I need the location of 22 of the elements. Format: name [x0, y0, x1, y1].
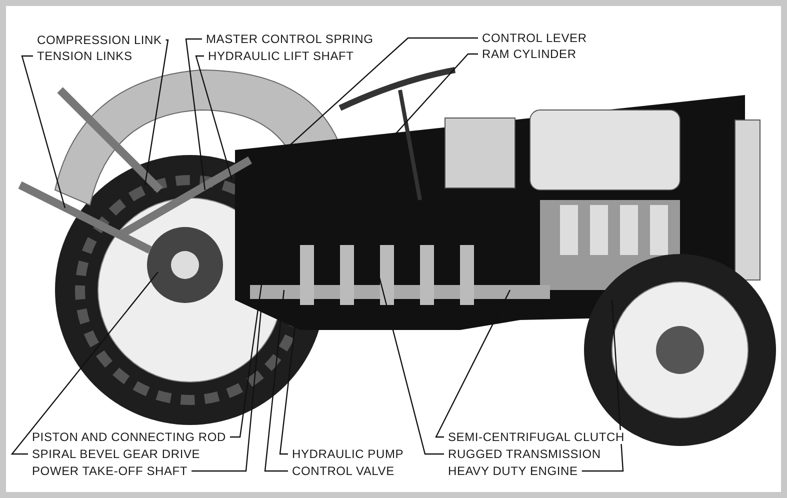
part-label: RAM CYLINDER: [482, 47, 576, 61]
part-label: RUGGED TRANSMISSION: [448, 447, 601, 461]
leader-line: [435, 290, 511, 438]
part-label: COMPRESSION LINK: [37, 33, 162, 47]
part-label: TENSION LINKS: [37, 49, 132, 63]
leader-line: [185, 38, 206, 190]
leader-line: [264, 290, 288, 472]
leader-line: [195, 55, 233, 180]
part-label: CONTROL LEVER: [482, 31, 587, 45]
part-label: POWER TAKE-OFF SHAFT: [32, 464, 188, 478]
part-label: HYDRAULIC LIFT SHAFT: [208, 49, 354, 63]
part-label: SEMI-CENTRIFUGAL CLUTCH: [448, 430, 624, 444]
leader-line: [21, 55, 66, 208]
part-label: HEAVY DUTY ENGINE: [448, 464, 578, 478]
part-label: PISTON AND CONNECTING ROD: [32, 430, 226, 444]
leader-line: [582, 300, 624, 472]
part-label: SPIRAL BEVEL GEAR DRIVE: [32, 447, 200, 461]
part-label: MASTER CONTROL SPRING: [206, 32, 374, 46]
part-label: HYDRAULIC PUMP: [292, 447, 404, 461]
leader-line: [144, 39, 169, 186]
leader-line: [10, 272, 158, 455]
part-label: CONTROL VALVE: [292, 464, 394, 478]
